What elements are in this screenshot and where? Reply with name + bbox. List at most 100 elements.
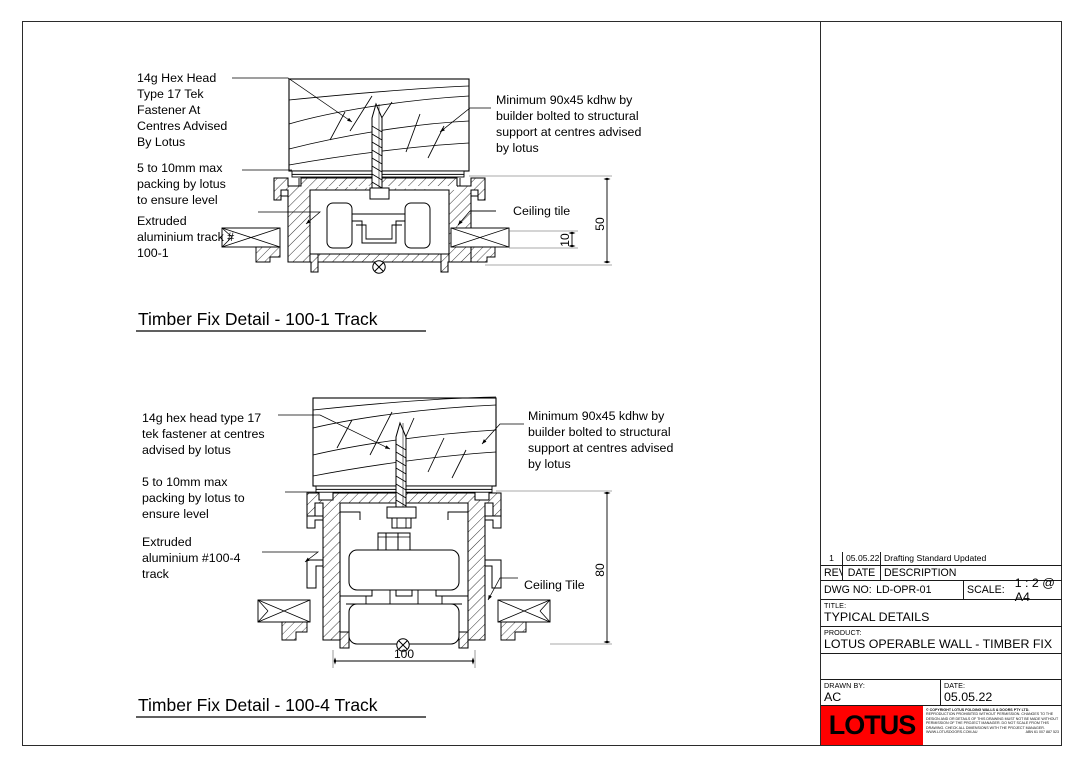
dimension-extension-top — [469, 175, 612, 266]
svg-text:support at centres advised: support at centres advised — [528, 441, 673, 455]
title-cell: TITLE: TYPICAL DETAILS — [821, 600, 1062, 626]
tek-fastener-bottom — [386, 421, 417, 529]
product-row: PRODUCT: LOTUS OPERABLE WALL - TIMBER FI… — [821, 627, 1062, 654]
svg-text:14g Hex Head: 14g Hex Head — [137, 71, 216, 85]
revision-date: 05.05.22 — [843, 552, 881, 565]
section-title-100-4: Timber Fix Detail - 100-4 Track — [136, 695, 426, 718]
svg-text:Timber Fix Detail - 100-4 Trac: Timber Fix Detail - 100-4 Track — [138, 695, 378, 715]
svg-text:Extruded: Extruded — [142, 535, 192, 549]
label-track-bottom: Extruded aluminium #100-4 track — [142, 535, 241, 581]
svg-text:to ensure level: to ensure level — [137, 193, 218, 207]
svg-text:By Lotus: By Lotus — [137, 135, 185, 149]
copyright-line-3: DESIGN AND OR DETAILS OF THIS DRAWING MU… — [926, 716, 1059, 721]
dimension-label-10: 10 — [558, 233, 572, 247]
revision-description: Drafting Standard Updated — [884, 553, 987, 563]
svg-text:aluminium track #: aluminium track # — [137, 230, 234, 244]
drawn-date-row: DRAWN BY: AC DATE: 05.05.22 — [821, 680, 1062, 706]
revision-row: 1 05.05.22 Drafting Standard Updated — [821, 552, 1062, 566]
label-ceiling-tile-top: Ceiling tile — [513, 204, 570, 218]
svg-text:ensure level: ensure level — [142, 507, 209, 521]
header-rev: REV — [821, 566, 843, 580]
title-value: TYPICAL DETAILS — [824, 610, 930, 624]
blank-cell — [821, 654, 1062, 679]
drawn-by-value: AC — [824, 690, 842, 704]
section-title-100-1: Timber Fix Detail - 100-1 Track — [136, 309, 426, 332]
revision-header-row: REV DATE DESCRIPTION — [821, 566, 1062, 581]
copyright-notice: © COPYRIGHT LOTUS FOLDING WALLS & DOORS … — [923, 706, 1062, 745]
carrier-assembly-top — [326, 202, 431, 249]
svg-text:builder bolted to structural: builder bolted to structural — [528, 425, 671, 439]
title-row: TITLE: TYPICAL DETAILS — [821, 600, 1062, 627]
svg-text:advised by lotus: advised by lotus — [142, 443, 231, 457]
dimension-label-50: 50 — [593, 217, 607, 231]
title-block: 1 05.05.22 Drafting Standard Updated REV… — [821, 552, 1062, 746]
svg-text:Timber Fix Detail - 100-1 Trac: Timber Fix Detail - 100-1 Track — [138, 309, 378, 329]
leaders-bottom — [262, 414, 524, 601]
svg-text:Fastener At: Fastener At — [137, 103, 201, 117]
label-packing-top: 5 to 10mm max packing by lotus to ensure… — [137, 161, 226, 207]
svg-text:track: track — [142, 567, 170, 581]
ceiling-tile-bottom-left — [257, 599, 311, 641]
label-timber-bottom: Minimum 90x45 kdhw by builder bolted to … — [528, 409, 673, 471]
date-label: DATE: — [944, 681, 966, 690]
scale-cell: SCALE: 1 : 2 @ A4 — [964, 575, 1062, 605]
sheet-border — [22, 21, 1062, 746]
copyright-line-1: © COPYRIGHT LOTUS FOLDING WALLS & DOORS … — [926, 708, 1030, 712]
svg-text:tek fastener at centres: tek fastener at centres — [142, 427, 265, 441]
product-cell: PRODUCT: LOTUS OPERABLE WALL - TIMBER FI… — [821, 627, 1062, 653]
lotus-logo: LOTUS — [821, 706, 923, 745]
dwg-no-cell: DWG NO: LD-OPR-01 — [821, 580, 964, 600]
ceiling-tile-top-left — [221, 227, 281, 263]
label-ceiling-tile-bottom: Ceiling Tile — [524, 578, 585, 592]
svg-text:5 to 10mm max: 5 to 10mm max — [142, 475, 228, 489]
header-description: DESCRIPTION — [884, 567, 957, 579]
copyright-line-2: REPRODUCTION PROHIBITED WITHOUT PERMISSI… — [926, 712, 1054, 717]
dimension-label-100: 100 — [394, 647, 414, 661]
svg-text:builder bolted to structural: builder bolted to structural — [496, 109, 639, 123]
blank-row — [821, 654, 1062, 680]
tek-fastener-top — [369, 102, 390, 200]
ceiling-tile-bottom-right — [497, 599, 551, 641]
drawn-by-cell: DRAWN BY: AC — [821, 680, 941, 705]
svg-text:100-1: 100-1 — [137, 246, 169, 260]
svg-text:Minimum 90x45 kdhw by: Minimum 90x45 kdhw by — [496, 93, 633, 107]
copyright-line-5: DRAWING. CHECK ALL DIMENSIONS WITH THE P… — [926, 725, 1045, 730]
label-packing-bottom: 5 to 10mm max packing by lotus to ensure… — [142, 475, 245, 521]
centreline-symbol-bottom — [396, 638, 410, 652]
copyright-line-4: PERMISSION OF THE PROJECT MANAGER. DO NO… — [926, 721, 1049, 726]
svg-text:support at centres advised: support at centres advised — [496, 125, 641, 139]
scale-label: SCALE: — [967, 583, 1005, 596]
label-fastener-top: 14g Hex Head Type 17 Tek Fastener At Cen… — [137, 71, 227, 149]
copyright-abn: ABN 61 007 887 523 — [1025, 730, 1059, 735]
svg-text:Extruded: Extruded — [137, 214, 187, 228]
svg-text:packing by lotus: packing by lotus — [137, 177, 226, 191]
dimension-label-80: 80 — [593, 563, 607, 577]
scale-value: 1 : 2 @ A4 — [1014, 576, 1055, 604]
centreline-symbol-top — [372, 260, 386, 274]
label-fastener-bottom: 14g hex head type 17 tek fastener at cen… — [142, 411, 265, 457]
dimension-extension-bottom — [332, 490, 612, 668]
product-label: PRODUCT: — [824, 628, 862, 637]
svg-text:packing by lotus to: packing by lotus to — [142, 491, 245, 505]
dwg-no-value: LD-OPR-01 — [876, 583, 932, 596]
svg-text:by lotus: by lotus — [528, 457, 571, 471]
carrier-assembly-bottom — [348, 532, 460, 645]
ceiling-tile-top-right — [450, 227, 510, 263]
svg-text:Type 17 Tek: Type 17 Tek — [137, 87, 204, 101]
logo-copyright-row: LOTUS © COPYRIGHT LOTUS FOLDING WALLS & … — [821, 706, 1062, 745]
product-value: LOTUS OPERABLE WALL - TIMBER FIX DETAILS — [824, 637, 1053, 653]
sheet-vertical-divider — [820, 21, 821, 746]
dwg-scale-row: DWG NO: LD-OPR-01 SCALE: 1 : 2 @ A4 — [821, 576, 1062, 604]
date-cell: DATE: 05.05.22 — [941, 680, 1062, 705]
drawn-by-label: DRAWN BY: — [824, 681, 865, 690]
svg-text:5 to 10mm max: 5 to 10mm max — [137, 161, 223, 175]
svg-text:aluminium #100-4: aluminium #100-4 — [142, 551, 241, 565]
label-track-top: Extruded aluminium track # 100-1 — [137, 214, 234, 260]
copyright-website: WWW.LOTUSDOORS.COM.AU — [926, 730, 978, 735]
lotus-logo-text: LOTUS — [828, 709, 916, 740]
svg-text:Minimum 90x45 kdhw by: Minimum 90x45 kdhw by — [528, 409, 665, 423]
label-timber-top: Minimum 90x45 kdhw by builder bolted to … — [496, 93, 641, 155]
svg-text:by lotus: by lotus — [496, 141, 539, 155]
